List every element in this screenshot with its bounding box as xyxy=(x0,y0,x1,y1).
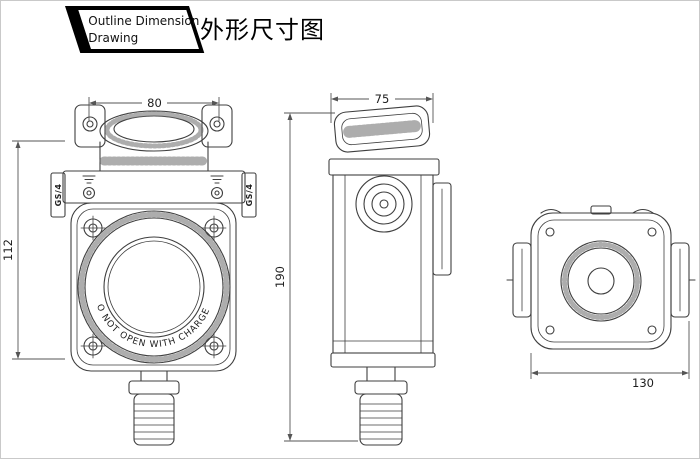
title-zh: 外形尺寸图 xyxy=(200,16,325,44)
dim-side-height-value: 190 xyxy=(273,266,287,288)
port-label-left: GS/4 xyxy=(54,184,63,207)
side-view xyxy=(328,105,452,446)
port-label-right: GS/4 xyxy=(245,184,254,207)
dim-side-width-value: 75 xyxy=(375,92,390,106)
dim-top-width-value: 130 xyxy=(632,376,654,390)
dimension-side-width: 75 xyxy=(330,92,434,123)
top-view xyxy=(506,205,696,350)
corner-bolts xyxy=(80,215,227,359)
dimension-front-width: 80 xyxy=(88,96,220,121)
dim-front-width-value: 80 xyxy=(147,96,162,110)
dimension-front-height: 112 xyxy=(1,140,65,360)
dim-front-height-value: 112 xyxy=(1,239,15,261)
dimension-top-width: 130 xyxy=(530,321,690,390)
dimension-side-height: 190 xyxy=(273,112,358,442)
front-view xyxy=(50,104,257,446)
cover-warning-text: DO NOT OPEN WITH CHARGED. xyxy=(1,1,213,350)
